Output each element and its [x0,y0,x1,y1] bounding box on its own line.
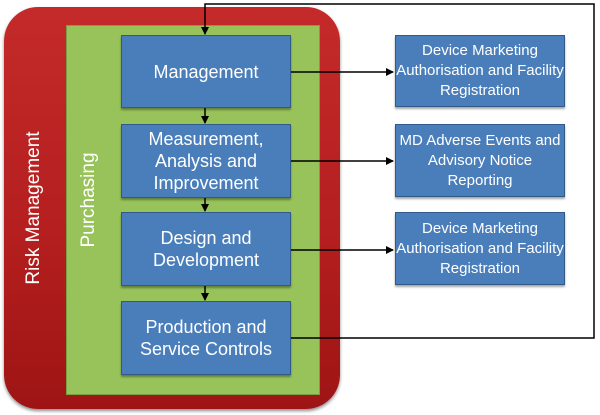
output-box-adverse-events: MD Adverse Events and Advisory Notice Re… [395,124,565,197]
output-label-2: MD Adverse Events and Advisory Notice Re… [399,131,561,189]
management-box: Management [121,35,291,108]
design-box: Design and Development [121,212,291,286]
measurement-label: Measurement, Analysis and Improvement [148,129,264,193]
production-box: Production and Service Controls [121,301,291,375]
output-box-registration-2: Device Marketing Authorisation and Facil… [395,212,565,285]
feedback-loop [201,3,595,339]
output-label-3: Device Marketing Authorisation and Facil… [396,219,564,277]
output-label-1: Device Marketing Authorisation and Facil… [396,42,564,99]
production-label: Production and Service Controls [139,317,273,359]
output-box-registration-1: Device Marketing Authorisation and Facil… [395,35,565,107]
measurement-box: Measurement, Analysis and Improvement [121,124,291,198]
management-label: Management [153,61,259,82]
design-label: Design and Development [152,228,260,270]
